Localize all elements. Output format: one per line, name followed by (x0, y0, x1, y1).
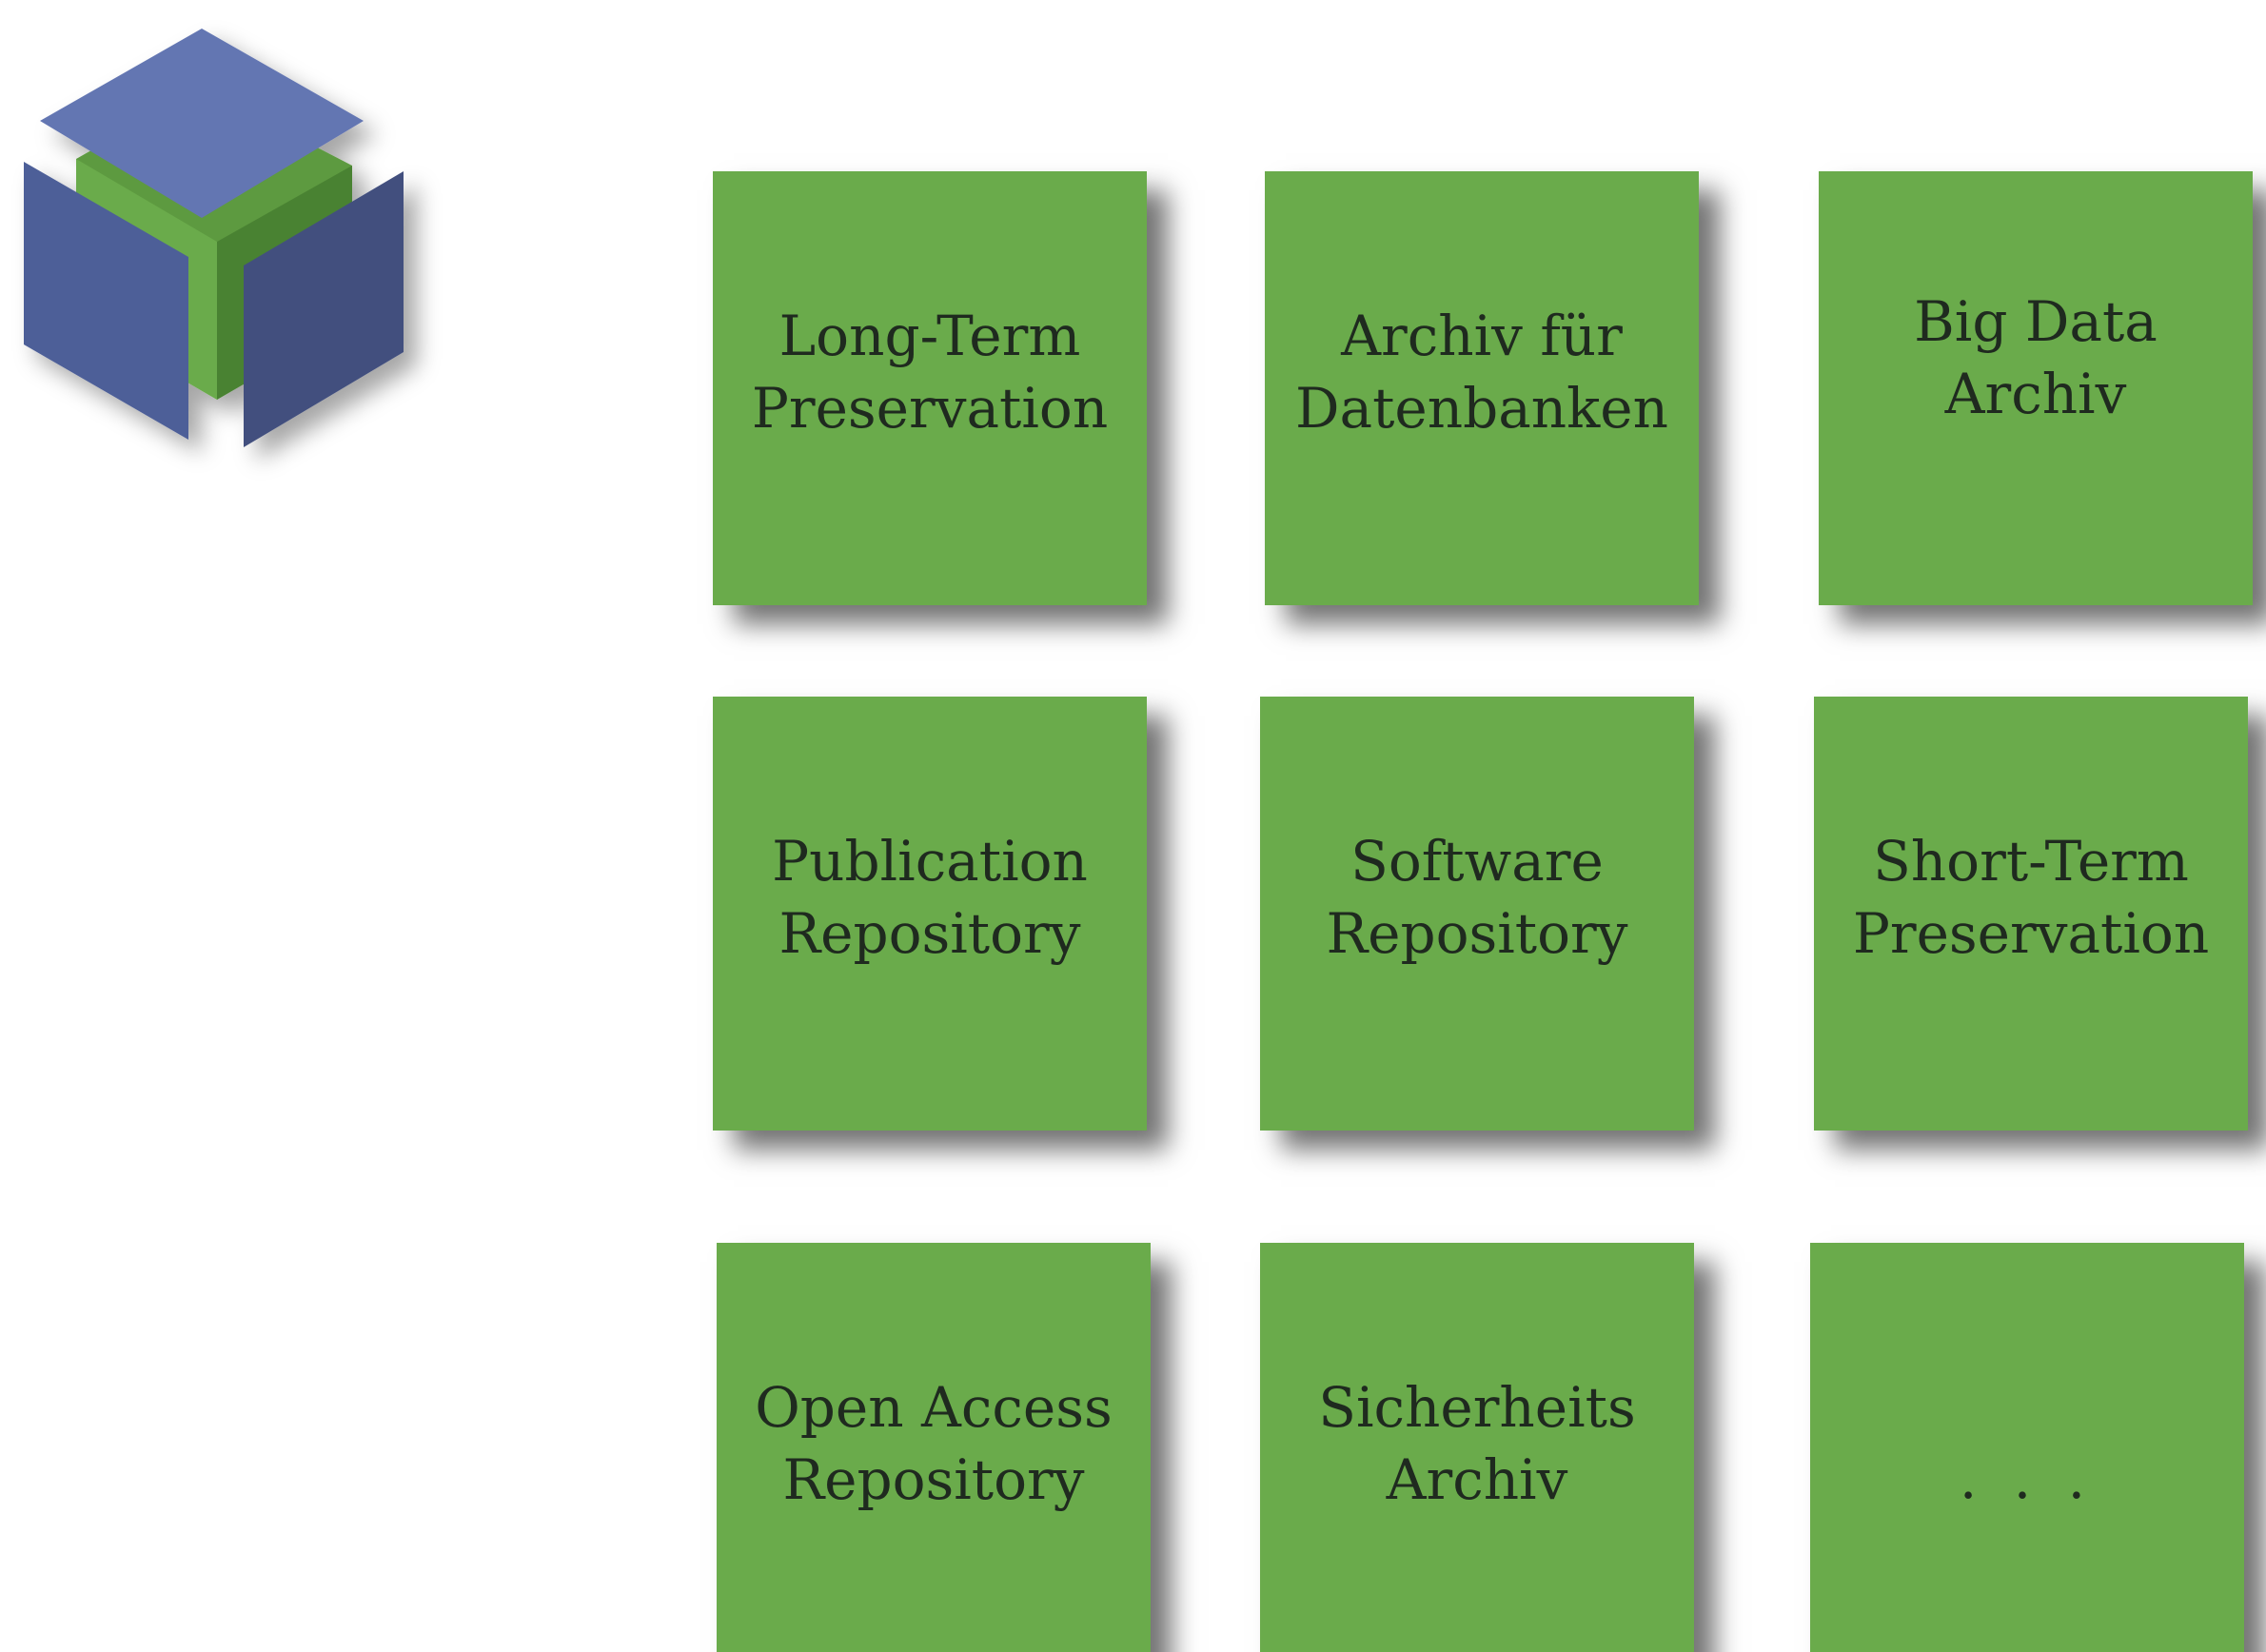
tile-label: Software Repository (1326, 829, 1628, 966)
tile-label: Open Access Repository (755, 1375, 1113, 1512)
tile-label: Long-Term Preservation (751, 304, 1109, 441)
stacked-cube-logo-icon (24, 29, 404, 447)
cube-left-panel (24, 162, 188, 440)
tile-label: Archiv für Datenbanken (1295, 304, 1668, 441)
tile-big-data-archiv: Big Data Archiv (1819, 171, 2253, 605)
tile-label: Short-Term Preservation (1852, 829, 2210, 966)
tile-short-term-preservation: Short-Term Preservation (1814, 697, 2248, 1131)
tile-archiv-fuer-datenbanken: Archiv für Datenbanken (1265, 171, 1699, 605)
tile-label: . . . (1959, 1446, 2096, 1511)
tile-long-term-preservation: Long-Term Preservation (713, 171, 1147, 605)
tile-label: Publication Repository (772, 829, 1088, 966)
tile-more-ellipsis: . . . (1810, 1243, 2244, 1652)
tile-label: Big Data Archiv (1914, 289, 2158, 426)
tile-software-repository: Software Repository (1260, 697, 1694, 1131)
tile-label: Sicherheits Archiv (1318, 1375, 1636, 1512)
cube-top-panel (40, 29, 364, 218)
tile-publication-repository: Publication Repository (713, 697, 1147, 1131)
cube-right-panel (244, 171, 404, 447)
tile-sicherheits-archiv: Sicherheits Archiv (1260, 1243, 1694, 1652)
tile-open-access-repository: Open Access Repository (717, 1243, 1151, 1652)
